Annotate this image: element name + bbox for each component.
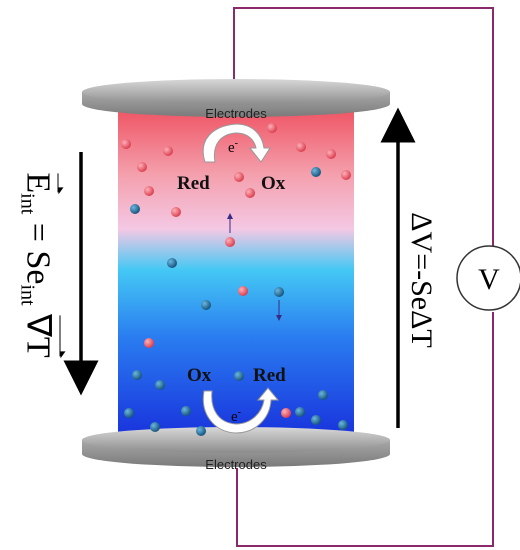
hot-ion <box>225 237 235 247</box>
ions <box>121 123 351 436</box>
voltmeter: V <box>456 245 520 311</box>
hot-ion <box>238 286 248 296</box>
voltmeter-symbol: V <box>478 263 500 296</box>
bottom-reaction: e- Ox Red <box>187 365 286 434</box>
cold-ion <box>155 380 165 390</box>
red-label-top: Red <box>177 173 210 194</box>
hot-ion <box>326 149 336 159</box>
field-subscript: int <box>16 193 39 215</box>
hot-ion <box>144 186 154 196</box>
ox-label-top: Ox <box>261 173 286 194</box>
cold-ion <box>196 426 206 436</box>
red-label-bottom: Red <box>253 365 286 386</box>
equals-se: = Se <box>19 222 57 285</box>
hot-ion <box>171 207 181 217</box>
cold-ion <box>150 422 160 432</box>
cold-ion <box>274 287 284 297</box>
hot-ion <box>245 188 255 198</box>
cold-ion <box>167 258 177 268</box>
electrolyte-column <box>118 100 354 440</box>
top-electrode: Electrodes <box>82 79 390 121</box>
temperature-gradient: ∇T <box>19 314 57 358</box>
cold-ion <box>318 390 328 400</box>
electron-transfer-arrow-top <box>202 123 271 163</box>
electron-label-top: e- <box>228 138 238 156</box>
cold-ion <box>295 407 305 417</box>
top-electrode-label: Electrodes <box>205 106 267 121</box>
top-reaction: e- Red Ox <box>177 123 286 194</box>
se-subscript: int <box>16 284 39 306</box>
hot-ion <box>341 170 351 180</box>
cold-ion <box>338 420 348 430</box>
hot-ion <box>281 408 291 418</box>
internal-field-equation: Eint = Seint ∇T <box>8 140 66 390</box>
cold-ion <box>201 300 211 310</box>
cold-ion <box>181 406 191 416</box>
field-symbol: E <box>19 172 57 194</box>
hot-ion <box>296 142 306 152</box>
cold-ion <box>311 167 321 177</box>
cold-ion <box>132 370 142 380</box>
hot-ion <box>267 123 277 133</box>
hot-ion <box>234 172 244 182</box>
bottom-electrode-label: Electrodes <box>205 457 267 472</box>
bottom-electrode: Electrodes <box>82 427 390 472</box>
cold-ion <box>130 204 140 214</box>
voltage-equation: ΔV=-SeΔT <box>398 200 444 360</box>
hot-ion <box>121 139 131 149</box>
cold-ion <box>311 415 321 425</box>
electron-label-bottom: e- <box>231 407 241 425</box>
cold-ion <box>124 408 134 418</box>
hot-ion <box>144 338 154 348</box>
circuit-wire <box>233 7 494 547</box>
cold-ion <box>234 371 244 381</box>
hot-ion <box>163 146 173 156</box>
voltmeter-circle <box>456 245 520 311</box>
hot-ion <box>137 162 147 172</box>
electron-transfer-arrow-bottom <box>202 387 280 434</box>
voltage-equation-text: ΔV=-SeΔT <box>405 212 438 348</box>
ox-label-bottom: Ox <box>187 365 212 386</box>
